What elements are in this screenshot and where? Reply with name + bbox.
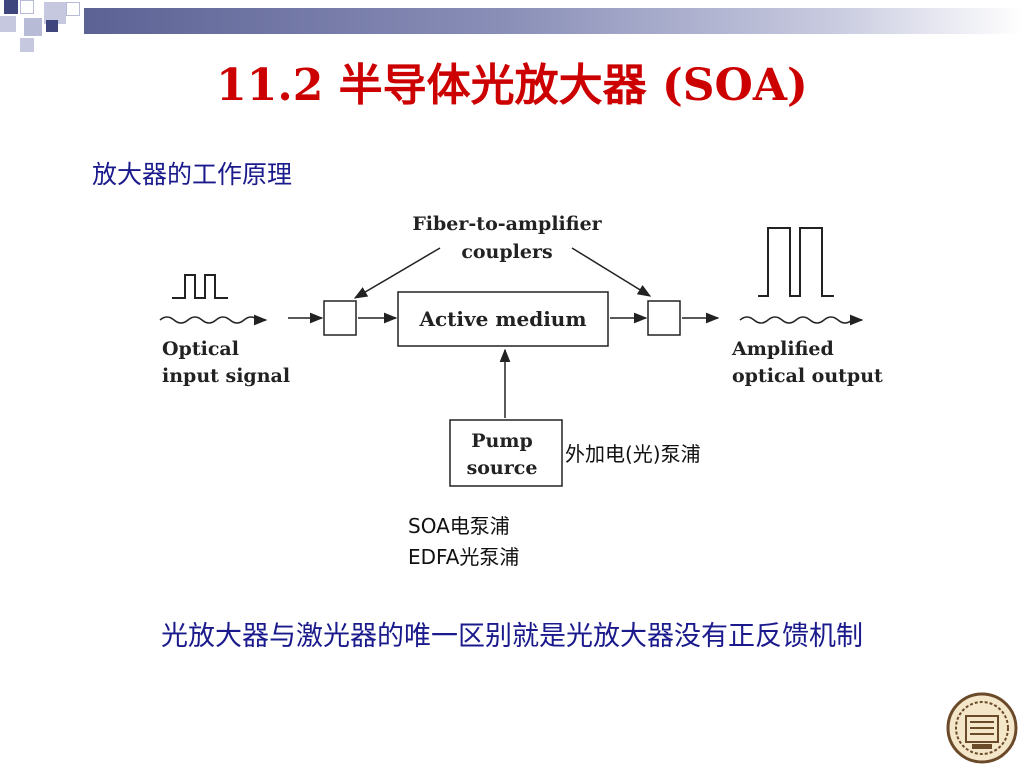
couplers-label-line2: couplers bbox=[461, 241, 552, 263]
output-pulse-waveform bbox=[758, 227, 834, 297]
pump-note: 外加电(光)泵浦 bbox=[565, 442, 701, 466]
output-label-line2: optical output bbox=[732, 365, 883, 387]
slide-subtitle: 放大器的工作原理 bbox=[92, 160, 293, 189]
pump-source-line2: source bbox=[467, 457, 538, 479]
input-pulse-waveform bbox=[172, 274, 228, 299]
soa-note: SOA电泵浦 bbox=[408, 514, 510, 538]
input-wave bbox=[159, 316, 259, 324]
output-label-line1: Amplified bbox=[731, 338, 834, 360]
bottom-note: 光放大器与激光器的唯一区别就是光放大器没有正反馈机制 bbox=[161, 621, 863, 652]
output-wave bbox=[739, 316, 853, 324]
amplifier-diagram: Fiber-to-amplifier couplers Optical inpu… bbox=[159, 213, 883, 487]
input-label-line1: Optical bbox=[162, 338, 239, 360]
pump-source-line1: Pump bbox=[471, 430, 533, 452]
couplers-label-line1: Fiber-to-amplifier bbox=[412, 213, 602, 235]
right-coupler bbox=[647, 300, 681, 336]
active-medium-box bbox=[397, 291, 609, 347]
university-seal-logo bbox=[946, 692, 1018, 764]
coupler-pointer-left bbox=[353, 247, 441, 299]
left-coupler bbox=[323, 300, 357, 336]
coupler-pointer-right bbox=[571, 247, 652, 297]
active-medium-label: Active medium bbox=[418, 307, 586, 331]
slide-title: 11.2 半导体光放大器 (SOA) bbox=[216, 60, 808, 111]
pump-source-box bbox=[449, 419, 563, 487]
edfa-note: EDFA光泵浦 bbox=[408, 545, 520, 569]
input-label-line2: input signal bbox=[162, 365, 290, 387]
title-accent-bar bbox=[84, 8, 1024, 34]
